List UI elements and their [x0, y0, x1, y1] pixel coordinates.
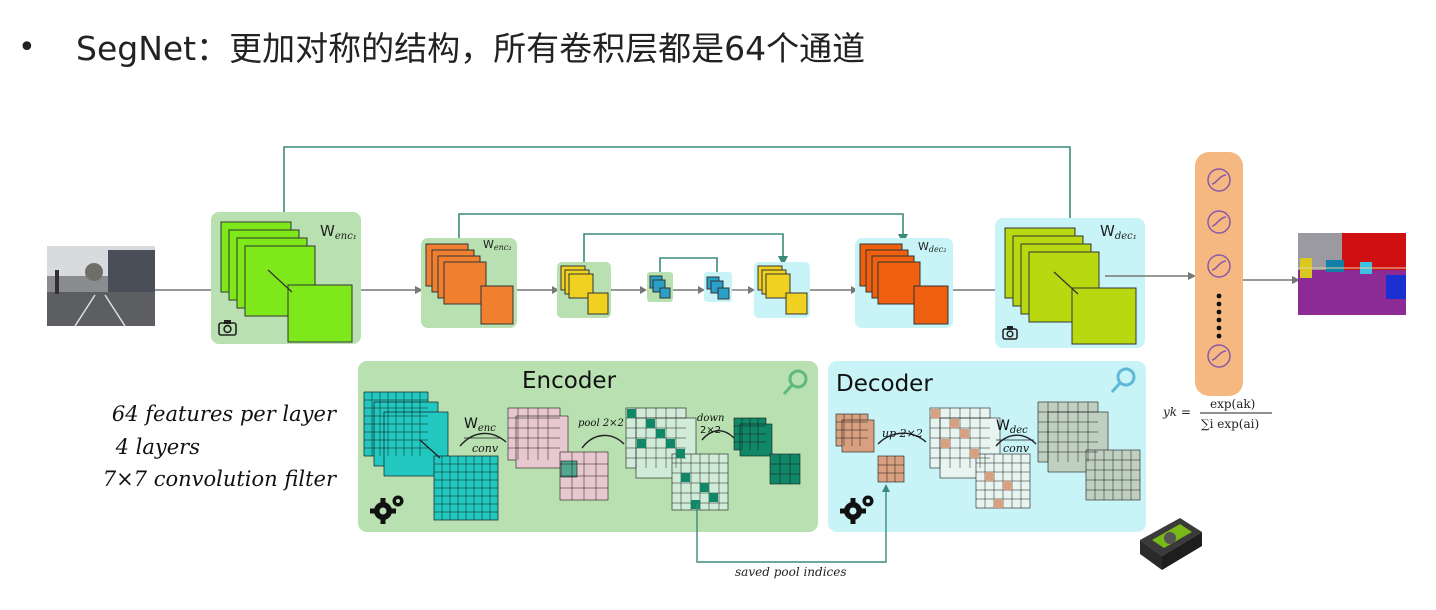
- slide-title: SegNet：更加对称的结构，所有卷积层都是64个通道: [76, 29, 866, 68]
- encoder-title: Encoder: [522, 368, 617, 394]
- softmax-formula: yk = exp(ak) ∑i exp(ai): [1162, 397, 1272, 431]
- decoder-stage-3: [754, 262, 810, 318]
- svg-text:conv: conv: [472, 442, 499, 455]
- svg-text:down: down: [697, 413, 724, 424]
- decoder-output-maps: [1037, 401, 1141, 501]
- skip-line-outer: [283, 146, 1071, 222]
- svg-text:Wdec₁: Wdec₁: [1100, 222, 1137, 242]
- note-filter: 7×7 convolution filter: [103, 467, 338, 491]
- saved-pool-indices-label: saved pool indices: [735, 565, 847, 579]
- bullet-marker: •: [18, 30, 36, 65]
- decoder-panel: Decoder: [828, 361, 1146, 532]
- skip-line-center: [659, 257, 718, 276]
- encoder-conv-weight: Wenc: [464, 416, 496, 434]
- encoder-pooled-maps: [625, 407, 729, 511]
- encoder-stage-4: [647, 272, 673, 302]
- output-segmentation-image: [1298, 233, 1406, 315]
- svg-text:Wdec₂: Wdec₂: [918, 240, 946, 254]
- svg-text:yk =: yk =: [1162, 405, 1191, 419]
- svg-text:pool 2×2: pool 2×2: [578, 418, 624, 429]
- gear-icon: [840, 495, 874, 524]
- svg-text:∑i exp(ai): ∑i exp(ai): [1201, 417, 1259, 431]
- search-icon: [1110, 367, 1136, 393]
- decoder-input-maps: [835, 413, 905, 483]
- decoder-stage-1: Wdec₁: [995, 218, 1145, 348]
- gear-icon: [370, 495, 404, 524]
- decoder-stage-2: Wdec₂: [855, 238, 953, 328]
- encoder-panel: Encoder: [358, 361, 818, 532]
- decoder-title: Decoder: [836, 371, 933, 397]
- note-features: 64 features per layer: [112, 402, 338, 426]
- svg-text:conv: conv: [1003, 442, 1030, 455]
- softmax-layer: [1195, 152, 1243, 396]
- svg-text:Wenc₂: Wenc₂: [483, 238, 511, 252]
- input-street-image: [47, 246, 155, 327]
- note-layers: 4 layers: [115, 435, 201, 459]
- skip-line-inner: [583, 233, 784, 264]
- encoder-downsampled-maps: [733, 417, 801, 485]
- decoder-conv-weight: Wdec: [996, 418, 1028, 436]
- decoder-upsampled-maps: [929, 407, 1031, 509]
- encoder-stage-3: [557, 262, 611, 318]
- encoder-conv-output-maps: [507, 407, 609, 501]
- svg-text:up 2×2: up 2×2: [882, 427, 923, 440]
- camera-icon: [1002, 326, 1018, 340]
- svg-text:2×2: 2×2: [700, 425, 721, 436]
- encoder-stage-1: Wenc₁: [211, 212, 361, 344]
- decoder-stage-4: [704, 272, 732, 302]
- encoder-stage-2: Wenc₂: [421, 238, 517, 328]
- svg-text:Wenc₁: Wenc₁: [320, 222, 357, 242]
- camera-icon: [218, 320, 237, 336]
- pool-indices-connector: [696, 488, 887, 563]
- skip-connections: [283, 146, 1071, 276]
- gpu-card-icon: [1140, 518, 1202, 570]
- skip-line-middle: [458, 213, 904, 240]
- search-icon: [782, 369, 808, 395]
- svg-text:exp(ak): exp(ak): [1210, 397, 1255, 411]
